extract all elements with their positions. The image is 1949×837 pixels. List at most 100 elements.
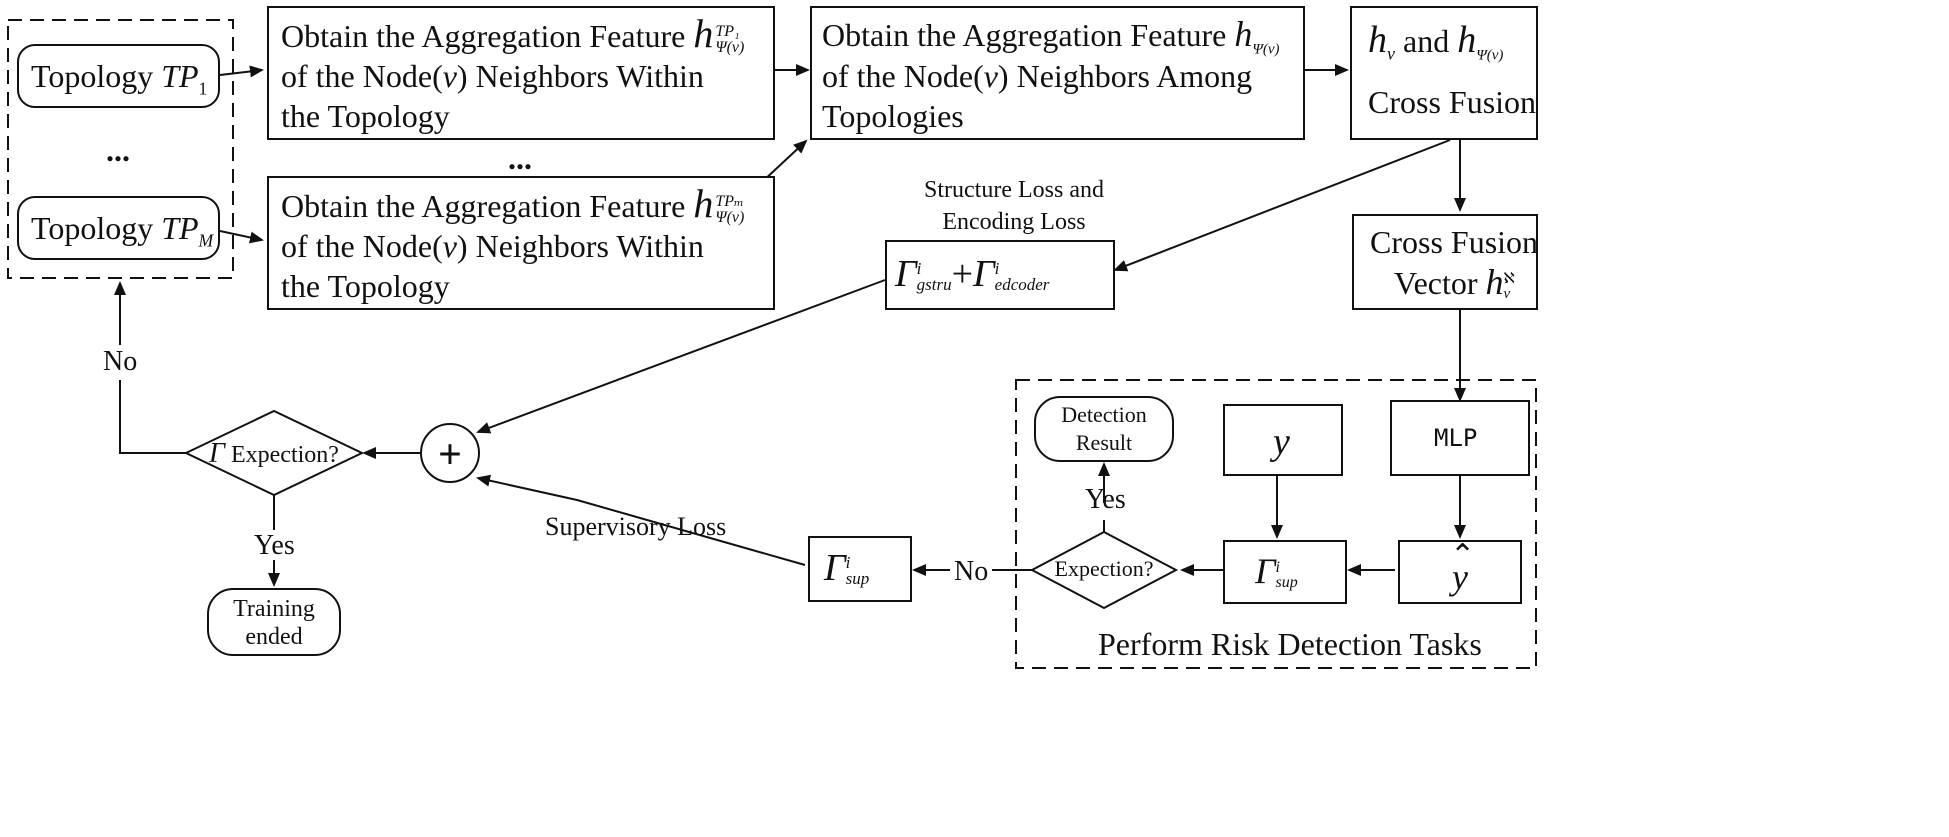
within-bottom-math: h [693,181,714,226]
mlp-box: MLP [1390,400,1530,476]
arrow-within-bottom-to-among [761,139,808,183]
struct-loss-caption-2: Encoding Loss [942,209,1086,235]
yhat-label: y [1452,557,1468,597]
among-line1: Obtain the Aggregation Feature [822,17,1227,53]
sum-circle [420,423,480,483]
gsup-sub: sup [1275,573,1298,591]
task-expection-diamond [1029,530,1179,610]
detection-result-2: Result [1075,430,1133,455]
topology-1-sub: 1 [198,78,208,99]
among-sub: Ψ(v) [1252,41,1280,58]
loss-expection-diamond [183,409,365,497]
arrow-struct-loss-to-sum [476,279,886,434]
cross-fusion-sub-a: v [1387,43,1395,64]
within-bottom-line3: the Topology [281,268,450,304]
among-line2v: v [983,58,998,94]
struct-loss-g2-sup: i [994,259,1000,279]
cf-vector-math: h [1485,262,1504,302]
cross-fusion-line2: Cross Fusion [1368,84,1537,120]
risk-yes-label: Yes [1085,484,1126,515]
yhat-box: ⌃ y [1398,539,1522,604]
within-top-sup: TP₁ [715,22,740,40]
mlp-label: MLP [1434,424,1478,452]
loop-yes-label: Yes [254,530,295,561]
within-top-line2a: of the Node( [281,58,443,94]
sup-box-g: Γ [824,547,846,589]
struct-loss-caption: Structure Loss and Encoding Loss [904,174,1124,238]
arrow-tp1-to-within-top [219,65,264,78]
within-bottom-sub: Ψ(v) [715,208,745,226]
risk-title: Perform Risk Detection Tasks [1098,626,1482,662]
within-bottom-line1: Obtain the Aggregation Feature [281,188,686,224]
loss-diamond-symbol: Γ [209,438,225,469]
loss-diamond-text: Expection? [230,442,339,468]
yhat-caret: ⌃ [1450,539,1476,572]
sum-symbol: + [438,432,462,478]
struct-loss-plus: + [951,253,974,295]
topology-m-sub: M [198,230,214,251]
middle-ellipsis: ... [508,140,532,176]
topology-group-frame [7,19,234,279]
cf-vector-line1: Cross Fusion [1370,224,1539,260]
struct-loss-g2-sub: edcoder [994,275,1050,295]
topology-1-label: Topology [31,58,154,94]
topology-m-label: Topology [31,210,154,246]
risk-detection-frame [1015,379,1537,669]
struct-loss-g1-sup: i [916,259,922,279]
within-bottom-line2a: of the Node( [281,228,443,264]
within-bottom-sup: TPₘ [715,192,744,210]
within-top-math: h [693,11,714,56]
topology-1-box: Topology TP1 [17,44,220,108]
among-math: h [1234,14,1253,54]
task-diamond-text: Expection? [1054,556,1154,581]
cross-fusion-sub-b: Ψ(v) [1476,47,1504,64]
topology-ellipsis: ... [106,132,130,168]
cross-fusion-math-a: h [1368,19,1387,61]
training-ended-2: ended [245,624,303,650]
among-topologies-box: Obtain the Aggregation Feature hΨ(v) of … [810,6,1305,140]
y-box: y [1223,404,1343,476]
detection-result-box: Detection Result [1034,396,1174,462]
cf-vector-sup: ℵ [1503,270,1515,287]
cross-fusion-and: and [1403,23,1450,59]
within-top-line1: Obtain the Aggregation Feature [281,18,686,54]
arrow-sup-box-to-sum [476,474,806,566]
arrow-loss-diamond-to-group-a [119,380,186,454]
within-top-line3: the Topology [281,98,450,134]
cross-fusion-math-b: h [1457,19,1477,61]
detection-result-1: Detection [1061,402,1147,427]
within-bottom-line2v: v [442,228,457,264]
arrow-cross-fusion-to-struct-loss [1113,139,1451,272]
struct-loss-g2: Γ [973,253,995,295]
y-label: y [1273,421,1290,463]
gsup-g: Γ [1255,551,1276,591]
arrow-tpm-to-within-bottom [219,230,264,244]
among-line2a: of the Node( [822,58,984,94]
cf-vector-line2: Vector [1394,265,1478,301]
within-top-sub: Ψ(v) [715,38,745,56]
sup-box-sup: i [845,553,851,573]
among-line2b: ) Neighbors Among [997,58,1253,94]
struct-loss-caption-1: Structure Loss and [924,177,1104,203]
training-ended-1: Training [233,596,315,622]
topology-1-math: TP [161,58,199,94]
topology-m-math: TP [161,210,199,246]
sup-box-sub: sup [845,569,870,589]
within-bottom-line2b: ) Neighbors Within [456,228,704,264]
loop-no2-label: No [954,556,989,587]
struct-loss-g1: Γ [895,253,917,295]
training-ended-box: Training ended [207,588,341,656]
topology-m-box: Topology TPM [17,196,220,260]
among-line3: Topologies [822,98,964,134]
cf-vector-sub: v [1503,285,1511,302]
cross-fusion-box: hv and hΨ(v) Cross Fusion [1350,6,1538,140]
gsup-sup: i [1275,558,1280,576]
within-top-line2v: v [442,58,457,94]
